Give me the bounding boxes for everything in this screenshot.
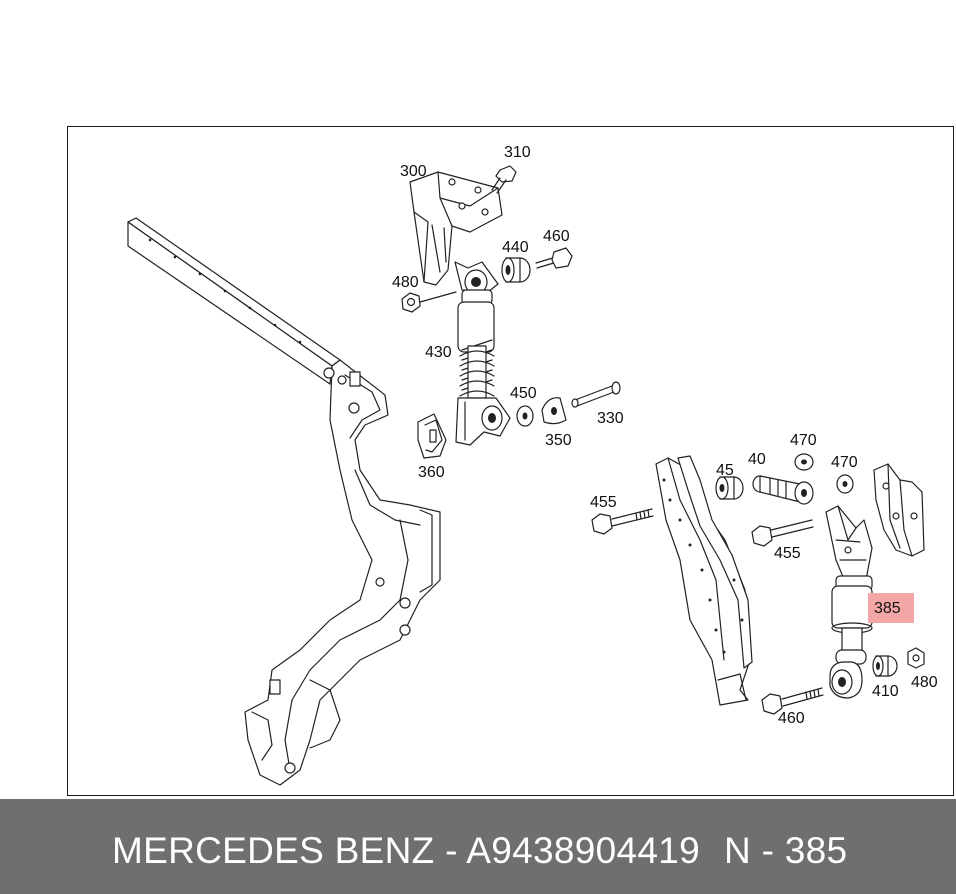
washer-470-right: [836, 474, 854, 494]
part-label-480: 480: [911, 674, 938, 691]
part-label-40: 40: [748, 451, 766, 468]
part-label-350: 350: [545, 432, 572, 449]
bolt-460-top: [535, 247, 573, 269]
bolt-310: [491, 165, 517, 194]
footer-bar: MERCEDES BENZ - A9438904419 N - 385: [0, 799, 956, 894]
bush-410: [872, 655, 898, 677]
footer-brand-part-number: MERCEDES BENZ - A9438904419: [112, 830, 701, 871]
part-label-330: 330: [597, 410, 624, 427]
bolt-455-left: [591, 508, 654, 535]
bushing-440: [501, 257, 531, 283]
right-frame-bracket: [655, 455, 753, 706]
exploded-parts-diagram: 300 310 440 460 480 430 450 330 350 360 …: [127, 144, 938, 786]
part-label-470: 470: [831, 454, 858, 471]
part-label-455: 455: [590, 494, 617, 511]
upper-bracket: [409, 171, 503, 286]
chassis-frame-rail: [127, 217, 441, 786]
pin-330: [571, 381, 621, 408]
clip-360: [417, 413, 447, 459]
damper-40: [752, 475, 814, 505]
nut-480-right: [907, 647, 925, 669]
part-label-410: 410: [872, 683, 899, 700]
lower-shock-absorber-385: [825, 505, 873, 699]
bolt-460-bottom: [761, 687, 824, 715]
part-label-310: 310: [504, 144, 531, 161]
part-label-450: 450: [510, 385, 537, 402]
footer-reference-number: N - 385: [724, 830, 848, 871]
right-end-bracket: [873, 463, 925, 557]
part-label-385: 385: [874, 600, 901, 617]
bush-350: [541, 397, 567, 425]
part-label-300: 300: [400, 163, 427, 180]
part-label-455: 455: [774, 545, 801, 562]
part-label-440: 440: [502, 239, 529, 256]
nut-480-top: [401, 291, 457, 313]
bolt-455-middle: [751, 519, 814, 547]
part-label-460: 460: [778, 710, 805, 727]
part-label-360: 360: [418, 464, 445, 481]
part-label-470: 470: [790, 432, 817, 449]
highlight-box-385: [868, 593, 914, 623]
washer-450: [516, 405, 534, 427]
part-label-45: 45: [716, 462, 734, 479]
part-label-480: 480: [392, 274, 419, 291]
part-label-460: 460: [543, 228, 570, 245]
upper-shock-absorber: [454, 261, 511, 446]
washer-470-top: [794, 453, 814, 471]
part-label-430: 430: [425, 344, 452, 361]
bush-45: [715, 476, 744, 500]
